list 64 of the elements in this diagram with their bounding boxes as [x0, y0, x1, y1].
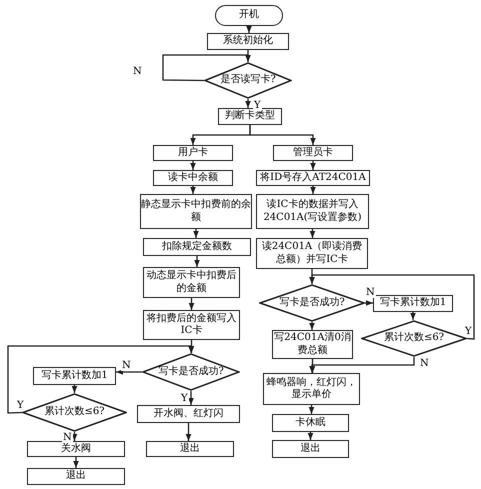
arrow: [188, 340, 194, 353]
process-box: 写卡累计数加1: [373, 295, 453, 312]
arrow: [309, 357, 415, 373]
arrow: [309, 274, 475, 340]
arrow: [308, 432, 314, 440]
arrow: [246, 26, 252, 33]
arrow: [190, 186, 196, 194]
decision-diamond: 累计次数≤6?: [22, 393, 127, 432]
process-box: 卡休眠: [272, 414, 349, 432]
arrow: [72, 385, 78, 393]
process-box: 蜂鸣器响，红灯闪，显示单价: [263, 373, 360, 405]
process-box: 退出: [146, 441, 234, 457]
process-box: 写24C01A清0消费总额: [272, 330, 353, 359]
decision-diamond: 是否读写卡?: [204, 62, 292, 99]
process-box: 用户卡: [153, 145, 233, 161]
arrow: [188, 391, 194, 405]
arrow: [249, 125, 316, 145]
process-box: 关水阀: [27, 441, 125, 457]
arrow: [308, 405, 314, 414]
arrow: [310, 186, 316, 194]
arrow: [193, 229, 199, 238]
process-box: 写卡累计数加1: [33, 367, 116, 385]
process-box: 将扣费后的金额写入IC卡: [143, 310, 240, 340]
arrow: [365, 300, 373, 306]
arrow: [186, 423, 192, 441]
arrow: [7, 345, 194, 414]
edge-label: N: [121, 360, 132, 371]
arrow: [194, 256, 200, 267]
start-terminal: 开机: [215, 5, 283, 26]
process-box: 判断卡类型: [218, 108, 282, 125]
process-box: 读IC卡的数据并写入24C01A(写设置参数): [256, 194, 369, 229]
edge-label: Y: [253, 100, 262, 111]
arrow: [310, 161, 316, 170]
arrow: [245, 99, 251, 108]
arrow: [73, 457, 79, 468]
process-box: 读卡中余额: [153, 170, 233, 186]
decision-diamond: 写卡是否成功?: [259, 284, 365, 322]
process-box: 退出: [272, 440, 349, 458]
edge-label: N: [419, 358, 430, 369]
edge-label: N: [132, 66, 143, 77]
decision-diamond: 写卡是否成功?: [142, 353, 240, 391]
arrow: [188, 298, 194, 310]
process-box: 开水阀、红灯闪: [137, 405, 240, 423]
process-box: 管理员卡: [273, 145, 353, 161]
arrow: [410, 312, 416, 320]
process-box: 动态显示卡中扣费后的金额: [143, 267, 240, 298]
arrow: [310, 359, 316, 373]
arrow: [162, 54, 251, 82]
arrow: [190, 161, 196, 170]
arrow: [309, 322, 315, 330]
arrow: [72, 432, 78, 441]
arrow: [116, 369, 142, 375]
edge-label: Y: [464, 326, 473, 337]
process-box: 将ID号存入AT24C01A: [256, 170, 370, 186]
edge-label: Y: [16, 400, 25, 411]
process-box: 扣除规定金额数: [143, 238, 251, 256]
process-box: 退出: [27, 468, 125, 485]
process-box: 读24C01A（即读消费总额）并写IC卡: [256, 238, 368, 269]
edge-label: N: [62, 432, 73, 443]
edge-label: N: [365, 287, 376, 298]
process-box: 静态显示卡中扣费前的余额: [140, 194, 252, 229]
arrow: [310, 229, 316, 238]
process-box: 系统初始化: [207, 33, 289, 50]
edge-label: Y: [180, 393, 189, 404]
